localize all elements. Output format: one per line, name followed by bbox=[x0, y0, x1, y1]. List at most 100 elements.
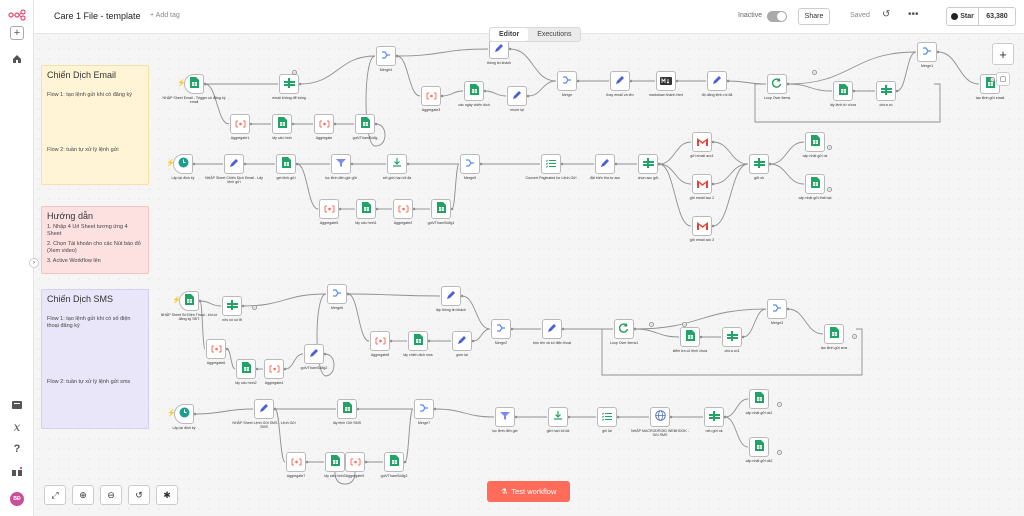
loop-connection[interactable] bbox=[601, 328, 863, 376]
node-filter2[interactable] bbox=[222, 296, 242, 316]
output-handle[interactable] bbox=[389, 339, 393, 343]
user-avatar[interactable]: BĐ bbox=[10, 492, 24, 506]
connection[interactable] bbox=[937, 51, 980, 85]
node-sheet[interactable] bbox=[276, 154, 296, 174]
connection[interactable] bbox=[742, 308, 767, 338]
tab-editor[interactable]: Editor bbox=[490, 28, 529, 41]
connection[interactable] bbox=[461, 295, 491, 330]
node-filter2[interactable] bbox=[749, 154, 769, 174]
output-handle[interactable] bbox=[471, 339, 475, 343]
node-edit[interactable] bbox=[304, 344, 324, 364]
node-loop[interactable] bbox=[767, 74, 787, 94]
node-sheet[interactable] bbox=[833, 81, 853, 101]
connection[interactable] bbox=[712, 163, 749, 185]
output-handle[interactable] bbox=[633, 327, 637, 331]
connection[interactable] bbox=[434, 408, 495, 418]
node-edit[interactable] bbox=[507, 86, 527, 106]
connection[interactable] bbox=[724, 416, 749, 448]
add-connection-icon[interactable]: + bbox=[990, 77, 995, 82]
output-handle[interactable] bbox=[356, 407, 360, 411]
node-filter2[interactable] bbox=[704, 407, 724, 427]
node-edit[interactable] bbox=[441, 286, 461, 306]
output-handle[interactable] bbox=[723, 415, 727, 419]
connection[interactable] bbox=[347, 293, 441, 297]
output-handle[interactable] bbox=[711, 182, 715, 186]
connection[interactable] bbox=[204, 83, 230, 125]
output-handle[interactable] bbox=[675, 79, 679, 83]
output-handle[interactable] bbox=[241, 304, 245, 308]
output-handle[interactable] bbox=[657, 162, 661, 166]
output-handle[interactable] bbox=[243, 162, 247, 166]
output-handle[interactable] bbox=[786, 307, 790, 311]
node-edit[interactable] bbox=[542, 319, 562, 339]
node-agg[interactable] bbox=[370, 331, 390, 351]
output-handle[interactable] bbox=[726, 79, 730, 83]
variables-icon[interactable]: x bbox=[13, 420, 21, 434]
output-handle[interactable] bbox=[936, 50, 940, 54]
add-icon[interactable]: + bbox=[10, 26, 24, 40]
connection[interactable] bbox=[527, 80, 557, 97]
connection[interactable] bbox=[199, 300, 222, 307]
history-icon[interactable]: ↺ bbox=[882, 9, 891, 20]
connection[interactable] bbox=[472, 328, 491, 342]
node-sheet[interactable] bbox=[384, 452, 404, 472]
output-handle[interactable] bbox=[273, 407, 277, 411]
sticky-guide[interactable]: Hướng dẫn 1. Nhập 4 Url Sheet tương ứng … bbox=[41, 206, 149, 274]
zoom-out-button[interactable]: ⊖ bbox=[100, 485, 122, 505]
add-connection-icon[interactable]: + bbox=[292, 70, 297, 75]
node-merge[interactable] bbox=[767, 299, 787, 319]
add-connection-icon[interactable]: + bbox=[812, 70, 817, 75]
node-dl[interactable] bbox=[387, 154, 407, 174]
connection[interactable] bbox=[769, 141, 805, 165]
output-handle[interactable] bbox=[375, 207, 379, 211]
output-handle[interactable] bbox=[193, 412, 197, 416]
output-handle[interactable] bbox=[323, 352, 327, 356]
node-list[interactable] bbox=[597, 407, 617, 427]
node-edit[interactable] bbox=[707, 71, 727, 91]
more-options-icon[interactable]: ••• bbox=[908, 9, 919, 20]
output-handle[interactable] bbox=[198, 299, 202, 303]
add-tag-button[interactable]: + Add tag bbox=[150, 12, 180, 19]
node-sheet[interactable] bbox=[356, 199, 376, 219]
node-merge[interactable] bbox=[491, 319, 511, 339]
node-filter2[interactable] bbox=[876, 81, 896, 101]
node-merge[interactable] bbox=[327, 284, 347, 304]
node-clock[interactable] bbox=[173, 154, 193, 174]
node-merge[interactable] bbox=[557, 71, 577, 91]
output-handle[interactable] bbox=[669, 415, 673, 419]
node-sheet[interactable] bbox=[980, 74, 1000, 94]
node-sheet[interactable] bbox=[805, 174, 825, 194]
node-gmail[interactable] bbox=[692, 132, 712, 152]
node-sheet[interactable] bbox=[749, 437, 769, 457]
output-handle[interactable] bbox=[440, 94, 444, 98]
node-agg[interactable] bbox=[286, 452, 306, 472]
help-icon[interactable]: ? bbox=[13, 443, 21, 455]
tab-executions[interactable]: Executions bbox=[537, 31, 572, 38]
sticky-sms[interactable]: Chiến Dịch SMS Flow 1: tạo lệnh gửi khi … bbox=[41, 289, 149, 429]
connection[interactable] bbox=[787, 83, 833, 92]
loop-connection[interactable] bbox=[754, 83, 941, 123]
output-handle[interactable] bbox=[433, 407, 437, 411]
output-handle[interactable] bbox=[427, 339, 431, 343]
connection[interactable] bbox=[658, 163, 692, 185]
node-filter2[interactable] bbox=[279, 74, 299, 94]
node-dl[interactable] bbox=[548, 407, 568, 427]
zoom-in-button[interactable]: ⊕ bbox=[72, 485, 94, 505]
connection[interactable] bbox=[396, 48, 489, 57]
output-handle[interactable] bbox=[711, 224, 715, 228]
connection[interactable] bbox=[896, 51, 917, 92]
connection[interactable] bbox=[194, 408, 254, 415]
output-handle[interactable] bbox=[560, 162, 564, 166]
node-agg[interactable] bbox=[314, 114, 334, 134]
connection[interactable] bbox=[299, 55, 376, 85]
connection[interactable] bbox=[724, 398, 749, 418]
node-loop[interactable] bbox=[614, 319, 634, 339]
add-node-button[interactable]: + bbox=[992, 43, 1014, 65]
output-handle[interactable] bbox=[526, 94, 530, 98]
node-sheet[interactable] bbox=[464, 81, 484, 101]
n8n-logo-icon[interactable] bbox=[8, 6, 26, 24]
share-button[interactable]: Share bbox=[798, 8, 830, 25]
output-handle[interactable] bbox=[295, 162, 299, 166]
node-filter2[interactable] bbox=[722, 327, 742, 347]
node-sheet[interactable] bbox=[184, 74, 204, 94]
